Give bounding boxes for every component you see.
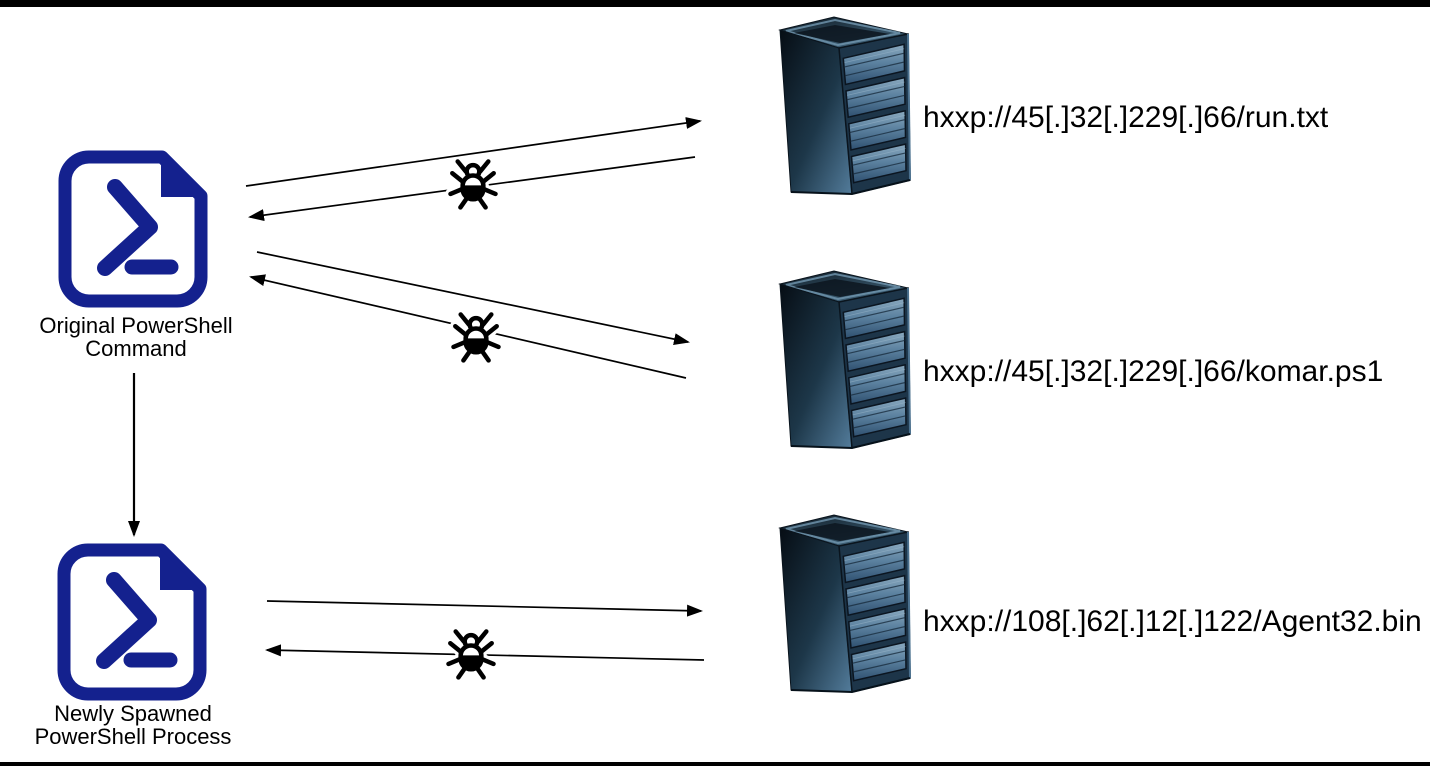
arrow-request-agent32-bin (266, 600, 703, 617)
server-icon (778, 512, 912, 708)
server-icon (778, 268, 912, 464)
server-icon (778, 14, 912, 210)
top-border-bar (0, 0, 1430, 7)
powershell-icon (58, 150, 208, 308)
url-komar-ps1: hxxp://45[.]32[.]229[.]66/komar.ps1 (923, 355, 1384, 388)
arrow-request-run-txt (245, 117, 702, 187)
label-original-powershell-command: Original PowerShell Command (26, 314, 246, 360)
bug-icon (449, 310, 503, 364)
label-line: Command (85, 336, 187, 361)
label-line: Original PowerShell (39, 313, 233, 338)
powershell-icon (57, 543, 207, 701)
url-agent32-bin: hxxp://108[.]62[.]12[.]122/Agent32.bin (923, 605, 1422, 638)
bottom-border-bar (0, 762, 1430, 766)
label-line: Newly Spawned (54, 701, 212, 726)
arrow-request-komar-ps1 (256, 251, 690, 346)
bug-icon (444, 627, 498, 681)
label-line: PowerShell Process (34, 724, 232, 749)
label-newly-spawned-powershell-process: Newly Spawned PowerShell Process (23, 702, 243, 748)
url-run-txt: hxxp://45[.]32[.]229[.]66/run.txt (923, 101, 1329, 134)
bug-icon (446, 157, 500, 211)
